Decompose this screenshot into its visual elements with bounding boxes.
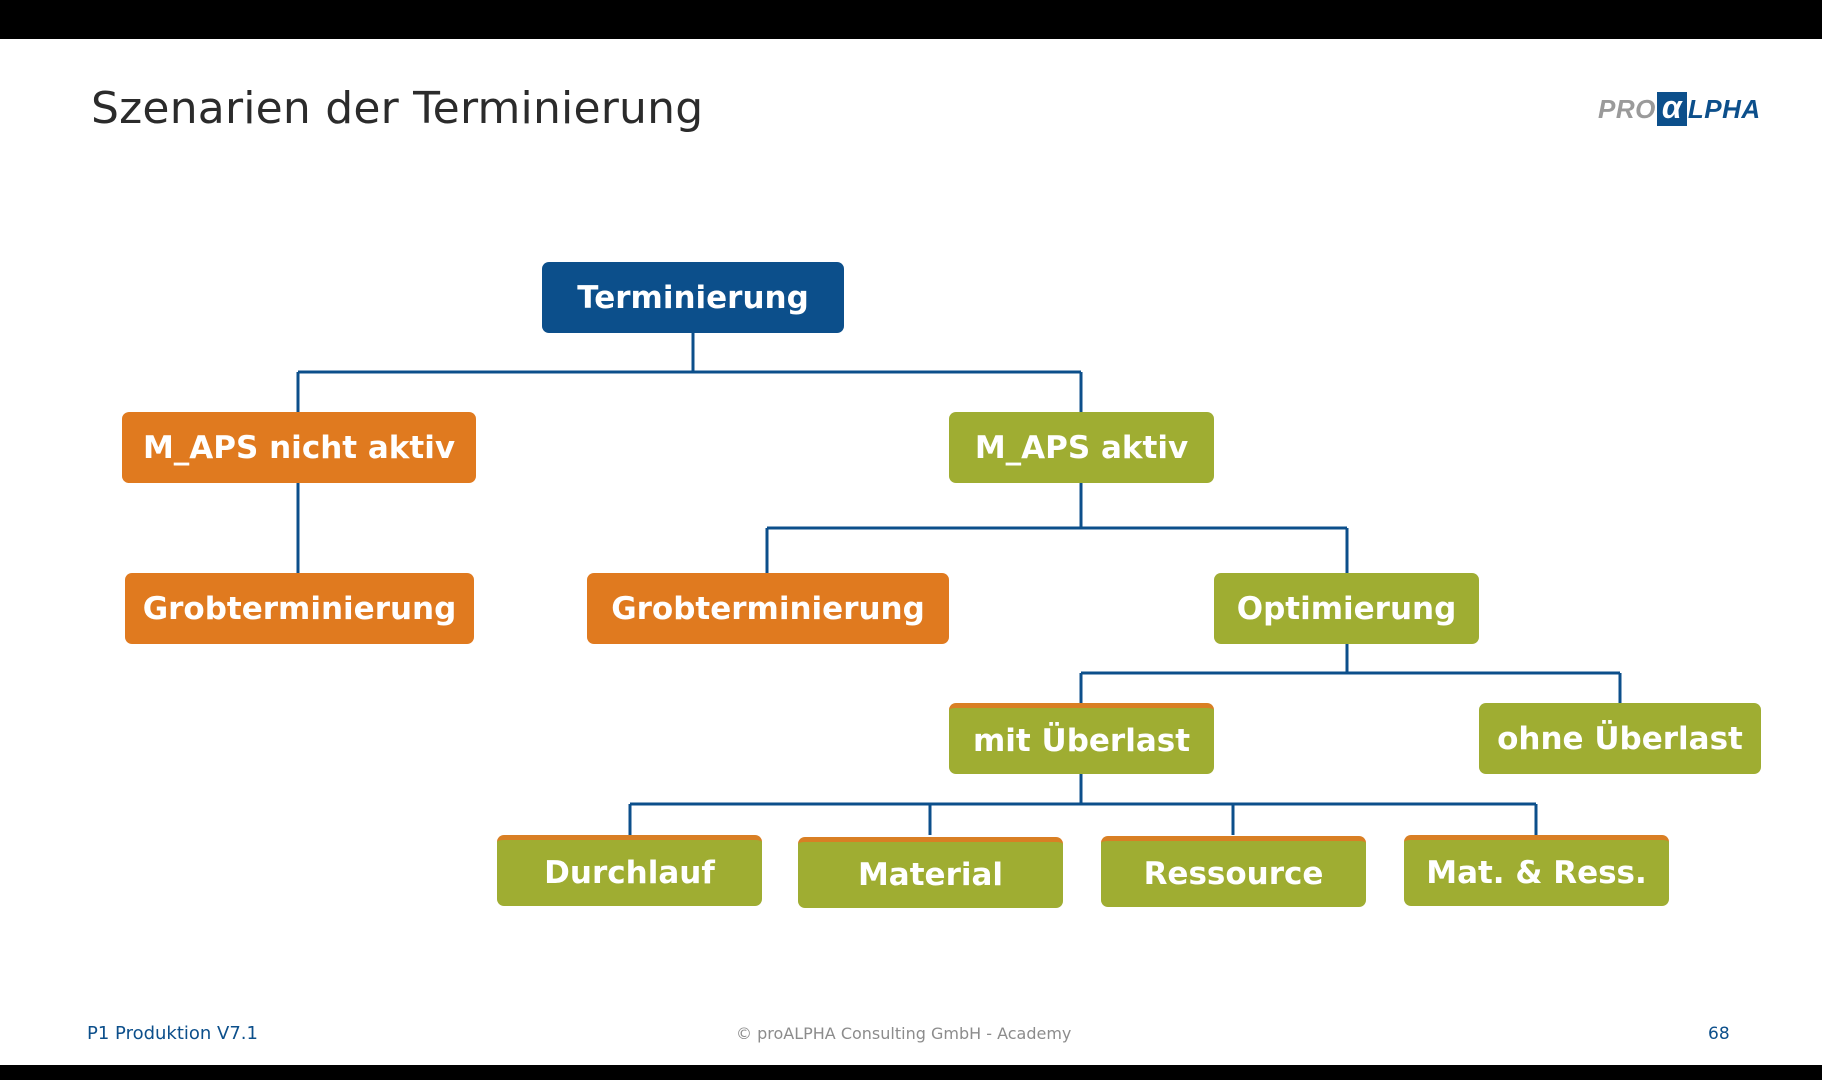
logo-pro: PRO (1598, 93, 1656, 124)
proalpha-logo: PRO α LPHA (1598, 91, 1761, 127)
connector-root (296, 333, 1083, 412)
footer-copyright: © proALPHA Consulting GmbH - Academy (736, 1024, 1072, 1043)
connector-optimierung (1079, 644, 1622, 703)
node-material: Material (798, 837, 1063, 908)
node-durchlauf: Durchlauf (497, 835, 762, 906)
node-ressource: Ressource (1101, 836, 1366, 907)
node-maps-aktiv: M_APS aktiv (949, 412, 1214, 483)
node-optimierung: Optimierung (1214, 573, 1479, 644)
logo-lpha: LPHA (1687, 93, 1761, 124)
page-number: 68 (1708, 1024, 1730, 1044)
slide: Szenarien der Terminierung PRO α LPHA Te… (0, 39, 1822, 1065)
node-ohne-ueberlast: ohne Überlast (1479, 703, 1761, 774)
footer-version: P1 Produktion V7.1 (87, 1023, 258, 1044)
node-grobterminierung-left: Grobterminierung (125, 573, 474, 644)
node-mit-ueberlast: mit Überlast (949, 703, 1214, 774)
connector-mit-ueberlast (628, 774, 1538, 835)
slide-title: Szenarien der Terminierung (91, 83, 704, 134)
node-terminierung: Terminierung (542, 262, 844, 333)
node-grobterminierung-right: Grobterminierung (587, 573, 949, 644)
logo-alpha-icon: α (1656, 91, 1687, 126)
connector-maps-on (765, 483, 1349, 573)
connector-lines (296, 333, 1622, 835)
node-maps-nicht-aktiv: M_APS nicht aktiv (122, 412, 476, 483)
node-mat-ress: Mat. & Ress. (1404, 835, 1669, 906)
